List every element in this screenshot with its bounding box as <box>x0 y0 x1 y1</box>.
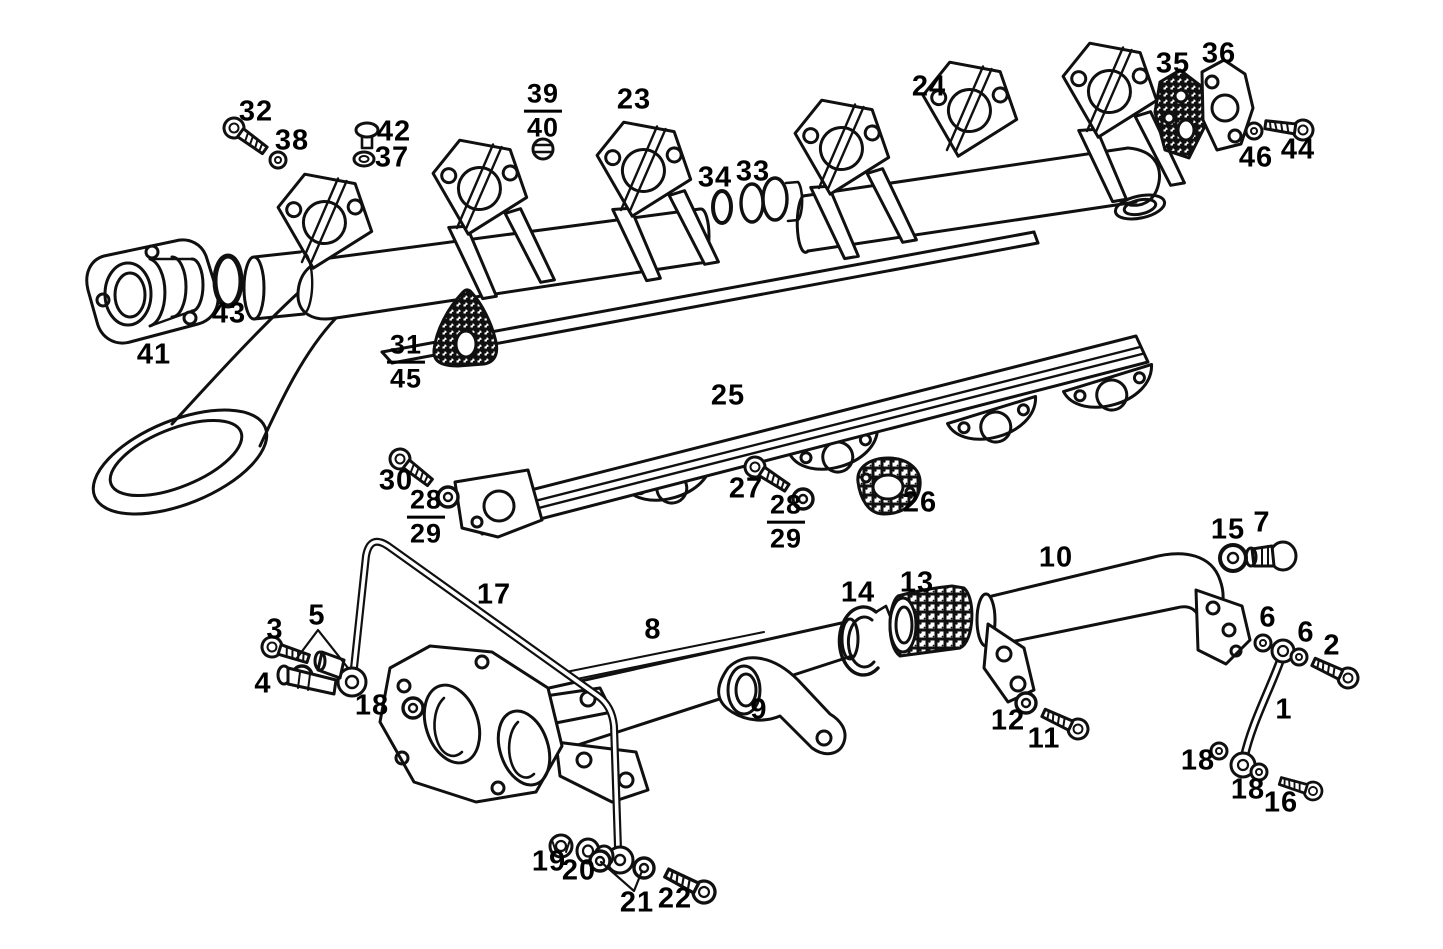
part-14-clamp-ring <box>837 604 892 677</box>
part-31-45-gasket <box>432 288 499 368</box>
part-26-gasket <box>856 456 922 516</box>
part-18-washer-c <box>1249 762 1269 782</box>
part-2-bolt <box>1307 651 1363 693</box>
part-6-washer-a <box>1253 633 1273 653</box>
part-30-bolt <box>384 443 438 492</box>
part-18-washer-left <box>401 696 425 720</box>
part-28-29-washer-right <box>791 487 815 511</box>
part-43-oring <box>212 253 244 309</box>
part-7-plug <box>1244 540 1298 572</box>
part-46-washer <box>1244 121 1264 141</box>
part-8-front-pipe <box>378 617 860 804</box>
part-32-bolt <box>218 112 273 160</box>
inlet-pipe-stub <box>242 250 314 321</box>
part-16-bolt <box>1276 771 1326 804</box>
part-5-fittings <box>290 628 350 688</box>
part-44-bolt <box>1262 113 1316 143</box>
part-4-banjo-bolt <box>276 664 338 696</box>
part-1-link-rod <box>1229 638 1296 779</box>
part-6-washer-b <box>1289 647 1309 667</box>
part-12-washer <box>1014 691 1038 715</box>
part-35-gasket <box>1153 68 1208 160</box>
part-34-ring <box>711 189 733 225</box>
part-9-elbow <box>717 656 847 756</box>
part-21-washers <box>588 849 656 893</box>
part-39-40-plug <box>531 137 555 161</box>
part-42-plug <box>354 121 380 150</box>
part-25-heat-shield <box>453 334 1162 539</box>
part-38-washer <box>268 150 288 170</box>
part-33-sleeve <box>739 176 804 224</box>
part-15-washer <box>1218 543 1248 573</box>
part-41-flange <box>85 238 220 345</box>
part-28-29-washer-left <box>436 485 460 509</box>
part-22-bolt <box>660 861 721 909</box>
part-3-bolt <box>257 632 313 670</box>
part-36-flange <box>1200 58 1255 152</box>
part-18-washer-b <box>1209 741 1229 761</box>
part-19-nut <box>548 833 574 859</box>
part-37-nut <box>352 150 376 168</box>
part-11-bolt <box>1037 702 1093 744</box>
part-13-perforated-sleeve <box>888 584 974 658</box>
part-10-tail-pipe <box>975 552 1252 704</box>
